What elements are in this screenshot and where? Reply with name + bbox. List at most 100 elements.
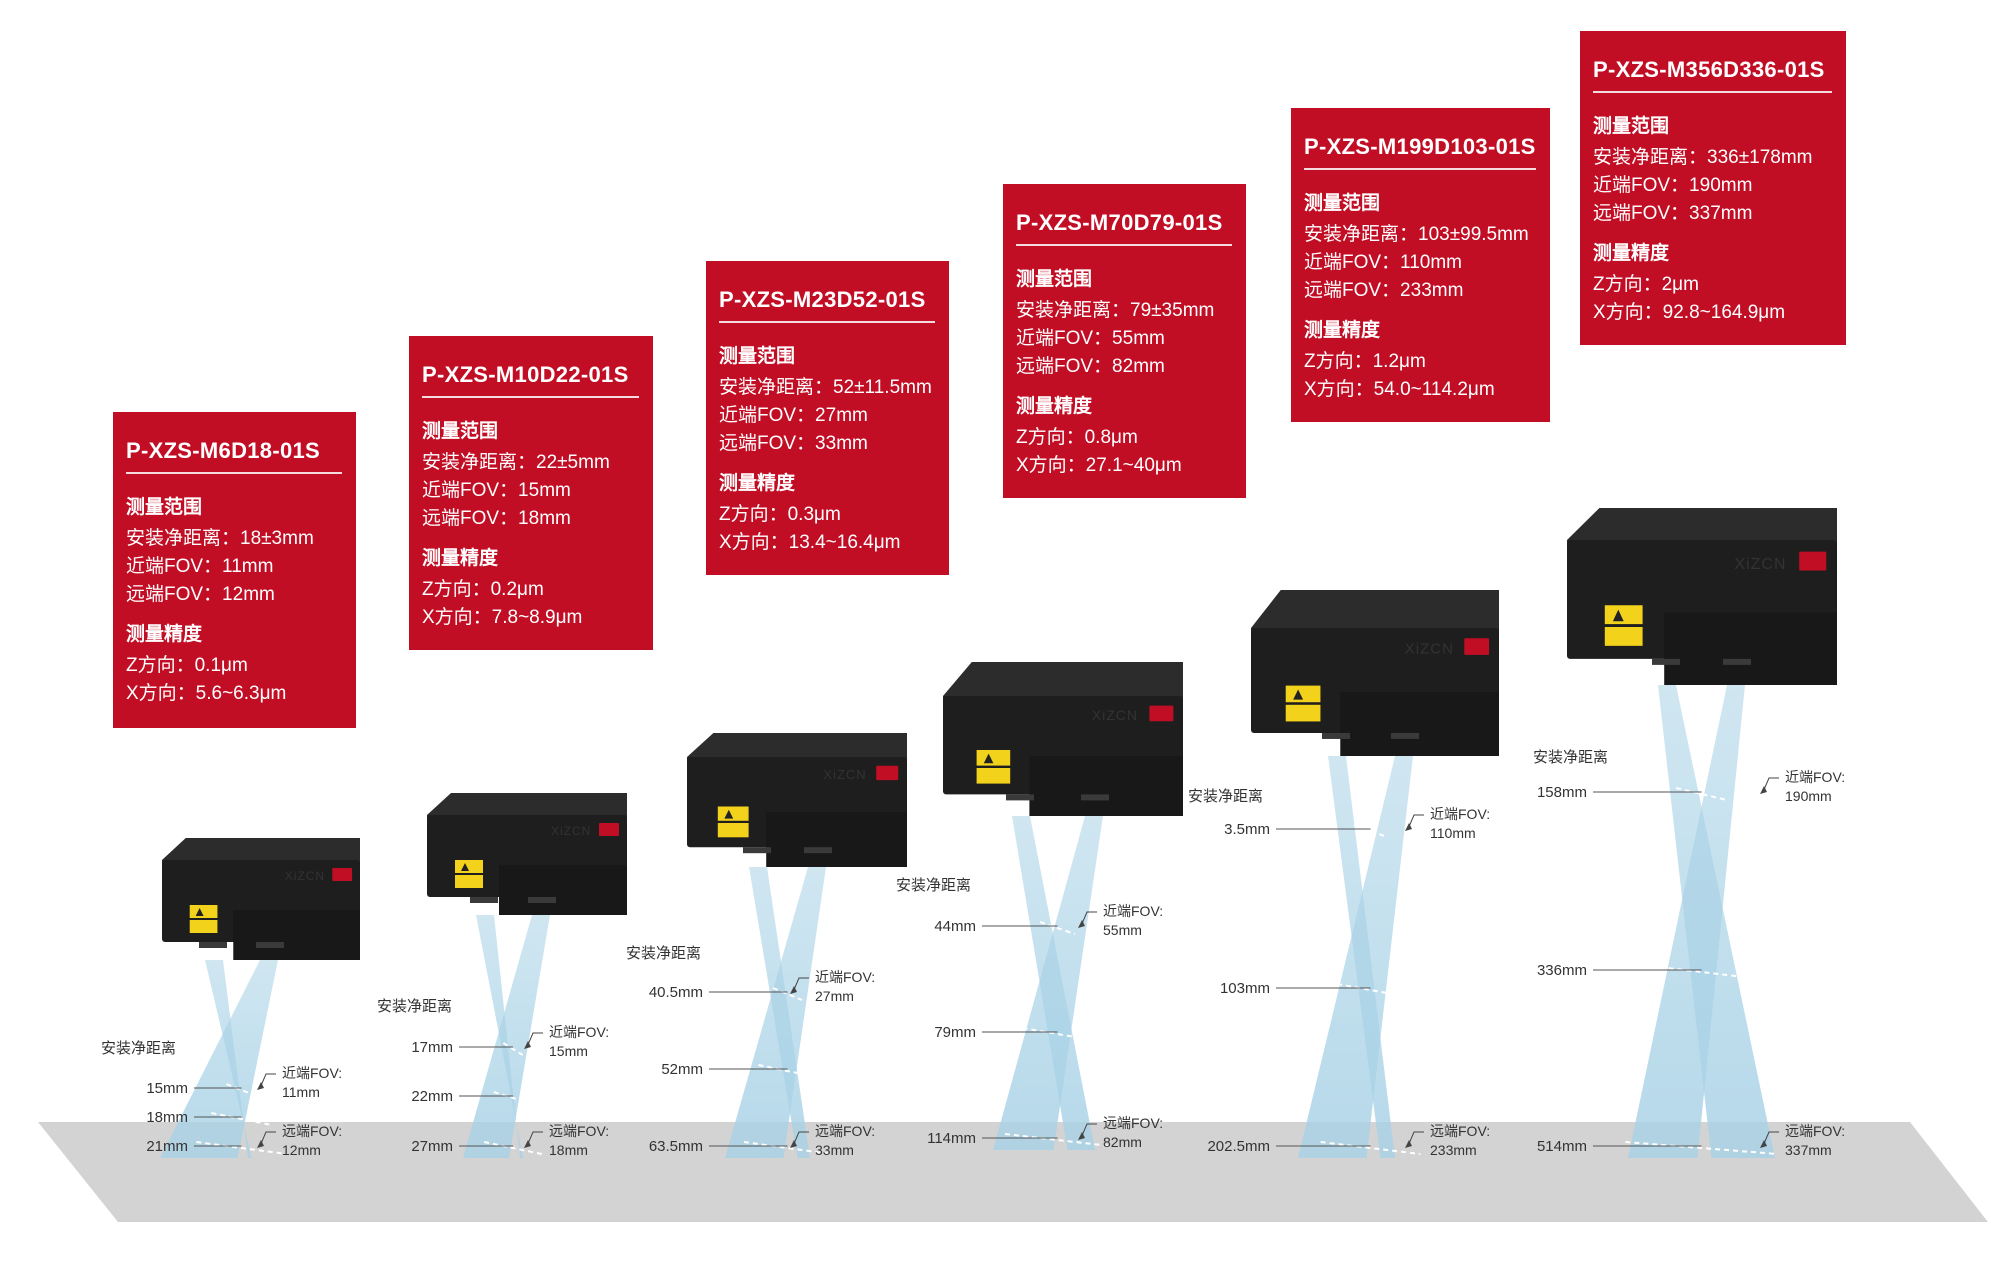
far-fov-spec: 远端FOV：18mm	[422, 508, 571, 529]
laser-warning-label	[455, 860, 483, 873]
fov-dash-line	[493, 1091, 533, 1105]
brand-badge	[1464, 638, 1490, 655]
standoff-diagram-title: 安装净距离	[101, 1040, 176, 1057]
z-accuracy: Z方向：2μm	[1593, 274, 1699, 295]
warning-triangle-icon	[983, 753, 994, 764]
range-heading: 测量范围	[1016, 269, 1093, 290]
near-fov-label: 近端FOV:	[282, 1065, 342, 1081]
center-distance-label: 79mm	[934, 1024, 976, 1041]
standoff-spec: 安装净距离：52±11.5mm	[719, 377, 932, 398]
far-distance-label: 63.5mm	[649, 1138, 703, 1155]
arrow-icon	[1078, 1132, 1085, 1140]
laser-beam	[463, 915, 550, 1158]
sensor-assembly: 44mm79mm114mm安装净距离近端FOV:55mm远端FOV:82mmXi…	[896, 662, 1183, 1150]
arrow-icon	[790, 1140, 797, 1148]
sensor-body-group: XiZCN	[943, 662, 1183, 816]
far-fov-spec: 远端FOV：82mm	[1016, 356, 1165, 377]
standoff-spec: 安装净距离：103±99.5mm	[1304, 224, 1529, 245]
center-distance-label: 18mm	[146, 1109, 188, 1126]
far-fov-leader	[259, 1131, 276, 1147]
near-fov-leader	[259, 1073, 276, 1089]
sensor-assembly: 40.5mm52mm63.5mm安装净距离近端FOV:27mm远端FOV:33m…	[626, 733, 907, 1158]
emitter-window	[1006, 794, 1034, 801]
brand-badge	[1799, 551, 1827, 571]
emitter-window	[743, 847, 771, 854]
fov-dash-line	[1022, 1027, 1093, 1041]
brand-logo: XiZCN	[823, 767, 866, 782]
sensor-body-group: XiZCN	[427, 793, 627, 915]
receiver-window	[1723, 658, 1751, 665]
receiver-window	[256, 942, 284, 948]
far-fov-label: 远端FOV:	[1103, 1115, 1163, 1131]
far-distance-label: 202.5mm	[1207, 1138, 1270, 1155]
brand-badge	[332, 868, 353, 881]
far-fov-value: 233mm	[1430, 1142, 1477, 1158]
near-fov-value: 11mm	[282, 1084, 320, 1100]
laser-warning-label	[976, 750, 1011, 766]
near-fov-leader	[1762, 777, 1779, 793]
range-heading: 测量范围	[422, 421, 499, 442]
range-heading: 测量范围	[1304, 193, 1381, 214]
x-accuracy: X方向：5.6~6.3μm	[126, 683, 287, 704]
warning-triangle-icon	[195, 908, 204, 916]
fov-dash-line	[502, 1042, 524, 1056]
far-fov-value: 82mm	[1103, 1134, 1142, 1150]
spec-card: P-XZS-M70D79-01S 测量范围 安装净距离：79±35mm 近端FO…	[1003, 184, 1246, 498]
fov-dash-line	[1650, 965, 1753, 979]
standoff-diagram-title: 安装净距离	[1188, 788, 1263, 805]
arrow-icon	[257, 1082, 264, 1090]
near-fov-leader	[1080, 911, 1097, 927]
fov-dash-line	[1353, 824, 1388, 838]
laser-warning-label	[717, 823, 749, 838]
far-fov-label: 远端FOV:	[549, 1123, 609, 1139]
sensor-body-group: XiZCN	[1567, 508, 1837, 685]
far-distance-label: 114mm	[927, 1130, 976, 1147]
far-fov-value: 12mm	[282, 1142, 321, 1158]
sensor-assembly: 3.5mm103mm202.5mm安装净距离近端FOV:110mm远端FOV:2…	[1188, 590, 1499, 1158]
standoff-spec: 安装净距离：79±35mm	[1016, 300, 1215, 321]
far-fov-spec: 远端FOV：33mm	[719, 433, 868, 454]
far-fov-spec: 远端FOV：233mm	[1304, 280, 1464, 301]
x-accuracy: X方向：27.1~40μm	[1016, 455, 1182, 476]
center-distance-label: 336mm	[1537, 962, 1587, 979]
spec-card: P-XZS-M10D22-01S 测量范围 安装净距离：22±5mm 近端FOV…	[409, 336, 653, 650]
sensor-assembly: 17mm22mm27mm安装净距离近端FOV:15mm远端FOV:18mmXiZ…	[377, 793, 627, 1158]
near-fov-value: 190mm	[1785, 788, 1832, 804]
brand-logo: XiZCN	[1734, 556, 1786, 573]
arrow-icon	[790, 986, 797, 994]
brand-logo: XiZCN	[285, 869, 325, 883]
laser-warning-label	[1285, 704, 1321, 722]
standoff-diagram-title: 安装净距离	[1533, 749, 1608, 766]
accuracy-heading: 测量精度	[1304, 320, 1381, 341]
model-name: P-XZS-M6D18-01S	[126, 438, 342, 474]
far-fov-spec: 远端FOV：337mm	[1593, 203, 1753, 224]
near-fov-leader	[526, 1032, 543, 1048]
accuracy-heading: 测量精度	[126, 624, 203, 645]
z-accuracy: Z方向：0.2μm	[422, 579, 544, 600]
sensor-lower-block	[1664, 612, 1837, 685]
model-name: P-XZS-M70D79-01S	[1016, 210, 1232, 246]
laser-warning-label	[1285, 685, 1321, 703]
far-fov-label: 远端FOV:	[1785, 1123, 1845, 1139]
warning-triangle-icon	[1612, 609, 1624, 622]
fov-dash-line	[226, 1083, 257, 1097]
near-fov-value: 55mm	[1103, 922, 1142, 938]
standoff-spec: 安装净距离：18±3mm	[126, 528, 314, 549]
receiver-window	[528, 897, 556, 903]
laser-warning-label	[717, 806, 749, 821]
x-accuracy: X方向：54.0~114.2μm	[1304, 379, 1495, 400]
center-distance-label: 52mm	[661, 1061, 703, 1078]
fov-dash-line	[211, 1112, 272, 1126]
laser-warning-label	[976, 768, 1011, 784]
near-distance-label: 44mm	[934, 918, 976, 935]
standoff-diagram-title: 安装净距离	[377, 998, 452, 1015]
laser-warning-label	[189, 920, 218, 933]
brand-logo: XiZCN	[1092, 707, 1138, 723]
accuracy-heading: 测量精度	[422, 548, 499, 569]
near-fov-value: 15mm	[549, 1043, 588, 1059]
near-fov-value: 110mm	[1430, 825, 1476, 841]
near-fov-spec: 近端FOV：55mm	[1016, 328, 1165, 349]
near-fov-spec: 近端FOV：15mm	[422, 480, 571, 501]
sensor-body-group: XiZCN	[162, 838, 360, 960]
